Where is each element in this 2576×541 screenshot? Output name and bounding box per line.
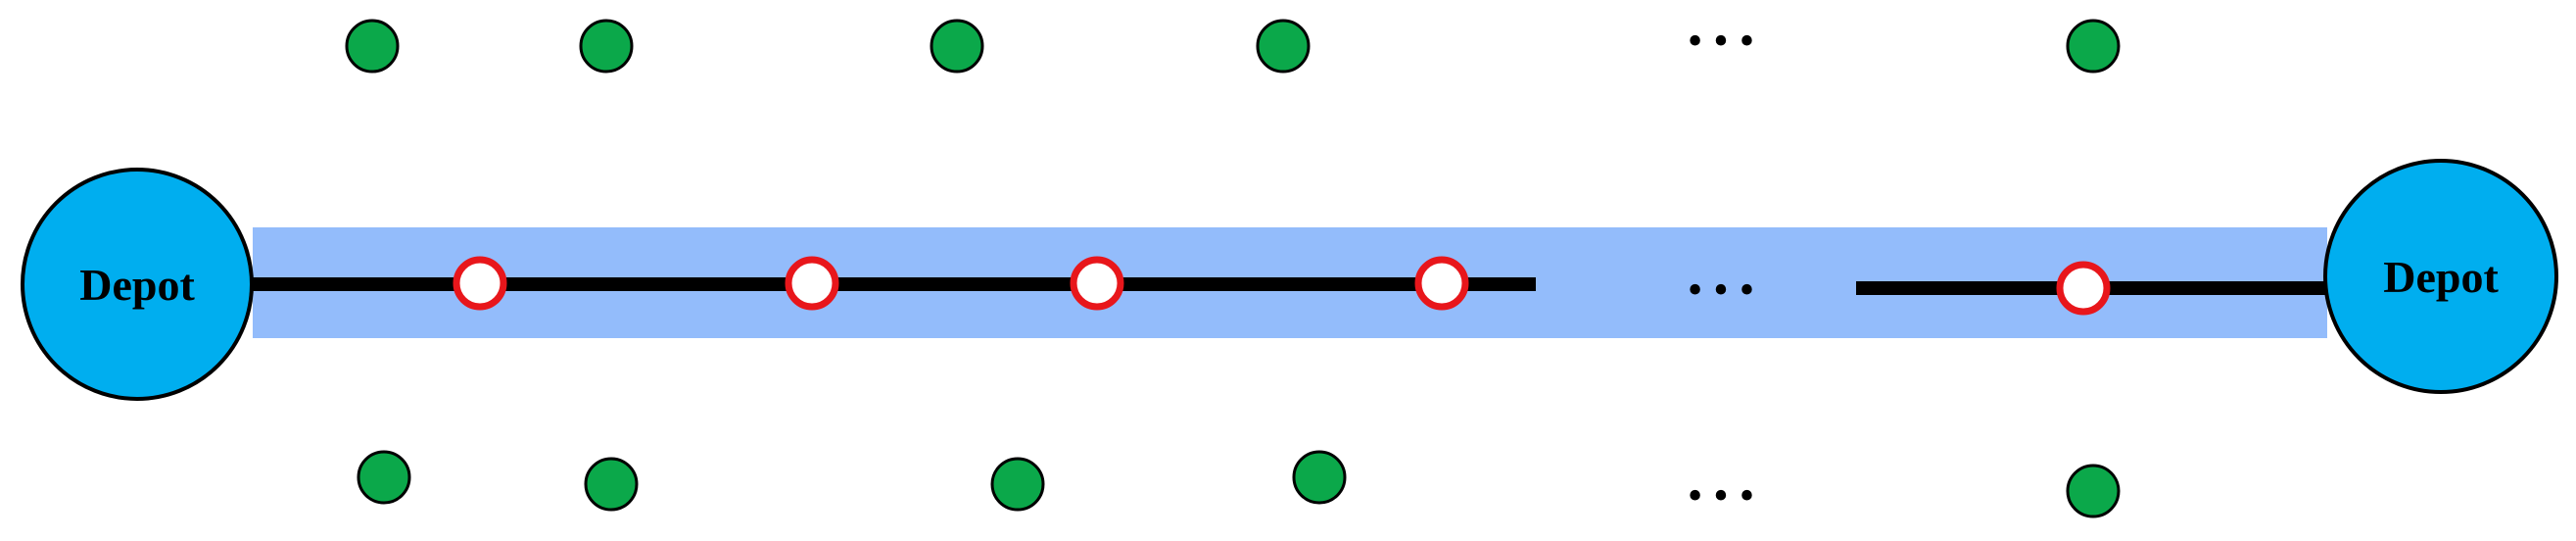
customer-node bbox=[357, 450, 411, 505]
customers-top-row bbox=[345, 19, 2121, 74]
customer-node bbox=[1256, 19, 1311, 74]
customers-bottom-row bbox=[357, 450, 2121, 518]
ellipsis-middle: • • • bbox=[1688, 266, 1754, 314]
route-stop bbox=[1414, 256, 1469, 311]
route-stop bbox=[1070, 256, 1124, 311]
ellipsis-top: • • • bbox=[1688, 17, 1754, 65]
depot-left bbox=[21, 168, 254, 401]
customer-node bbox=[2066, 464, 2121, 518]
route-stop bbox=[2056, 261, 2111, 316]
route-stops bbox=[453, 256, 2111, 316]
customer-node bbox=[584, 457, 639, 512]
ellipsis-bottom: • • • bbox=[1688, 471, 1754, 519]
customer-node bbox=[579, 19, 634, 74]
depot-right-label: Depot bbox=[2383, 252, 2499, 302]
customer-node bbox=[990, 457, 1045, 512]
depot-left-label: Depot bbox=[79, 260, 195, 310]
depot-right bbox=[2323, 159, 2558, 394]
customer-node bbox=[345, 19, 400, 74]
customer-node bbox=[2066, 19, 2121, 74]
customer-node bbox=[930, 19, 984, 74]
route-stop bbox=[785, 256, 839, 311]
customer-node bbox=[1292, 450, 1347, 505]
route-stop bbox=[453, 256, 507, 311]
